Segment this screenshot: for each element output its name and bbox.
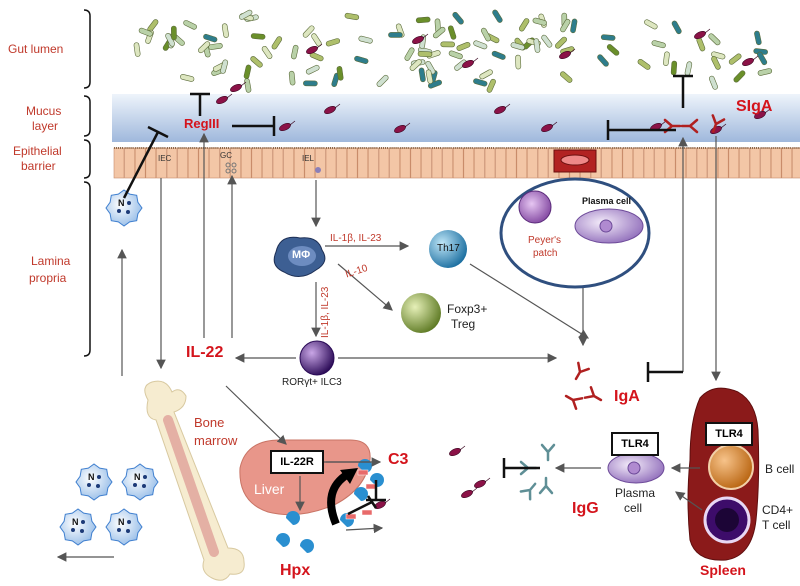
label-c3: C3 [388, 451, 409, 468]
ilc3-cell [299, 340, 335, 376]
label-treg-2: Treg [451, 317, 476, 331]
label-plasma-cell-pp: Plasma cell [582, 196, 632, 206]
label-hpx: Hpx [280, 562, 311, 579]
label-peyers-2: patch [533, 248, 558, 259]
treg-cell [401, 293, 441, 333]
neutrophils [59, 189, 159, 546]
label-cd4-2: T cell [762, 518, 791, 532]
il22r-box: IL-22R [270, 450, 324, 474]
label-gc: GC [220, 151, 232, 160]
label-bone-1: Bone [194, 415, 225, 430]
label-iel: IEL [302, 154, 315, 163]
label-bone-2: marrow [194, 433, 238, 448]
label-lamina-2: propria [29, 271, 67, 285]
neutrophil-cell [59, 508, 97, 546]
neutrophil-cell [75, 463, 113, 501]
tlr4-box-spleen: TLR4 [705, 422, 753, 446]
neutrophil-label: N [72, 517, 79, 527]
label-cytokine-il1b-il23-a: IL-1β, IL-23 [330, 233, 382, 244]
pathogens [216, 28, 771, 510]
neutrophil-label: N [88, 472, 95, 482]
label-cd4-1: CD4+ [762, 503, 794, 517]
neutrophil-label: N [118, 517, 125, 527]
label-iga: IgA [614, 388, 640, 405]
bone [144, 380, 245, 581]
region-brackets [83, 9, 91, 357]
neutrophil-label: N [118, 198, 125, 208]
patch-pathogen [518, 190, 552, 224]
label-gut-lumen: Gut lumen [8, 42, 64, 56]
label-il22: IL-22 [186, 344, 224, 361]
mucus-layer-band [112, 94, 800, 142]
label-lamina-1: Lamina [31, 254, 71, 268]
label-igg: IgG [572, 500, 599, 517]
arrows [56, 132, 721, 562]
tlr4-box-plasma: TLR4 [611, 432, 659, 456]
label-th17: Th17 [437, 243, 460, 254]
label-mucus-2: layer [32, 119, 59, 133]
iga-antibodies [564, 361, 603, 410]
label-siga: SIgA [736, 98, 773, 115]
label-cytokine-il1b-il23-b: IL-1β, IL-23 [320, 286, 331, 338]
label-liver: Liver [254, 481, 285, 497]
epithelial-cells [113, 147, 800, 179]
label-spleen: Spleen [700, 562, 746, 578]
b-cell [708, 444, 754, 490]
label-ilc3: RORγt+ ILC3 [282, 377, 342, 388]
label-epithelial-1: Epithelial [13, 144, 62, 158]
hpx-cycle-arrow [327, 470, 351, 526]
neutrophil-cell [105, 189, 143, 227]
igg-antibodies [519, 443, 556, 501]
label-iec: IEC [158, 154, 172, 163]
label-plasma-2-2: cell [624, 501, 643, 515]
label-mucus-1: Mucus [26, 104, 62, 118]
label-macrophage: MΦ [292, 249, 311, 261]
label-plasma-2-1: Plasma [615, 486, 656, 500]
label-epithelial-2: barrier [21, 159, 56, 173]
label-regiii: RegIII [184, 116, 220, 131]
label-peyers-1: Peyer's [528, 235, 562, 246]
neutrophil-label: N [134, 472, 141, 482]
gut-lumen-bacteria [133, 9, 773, 93]
th17-cell [429, 230, 467, 268]
label-treg-1: Foxp3+ [447, 302, 488, 316]
hpx-molecules [276, 459, 384, 553]
neutrophil-cell [105, 508, 143, 546]
label-b-cell: B cell [765, 462, 795, 476]
neutrophil-cell [121, 463, 159, 501]
inhibition-lines [122, 74, 693, 516]
